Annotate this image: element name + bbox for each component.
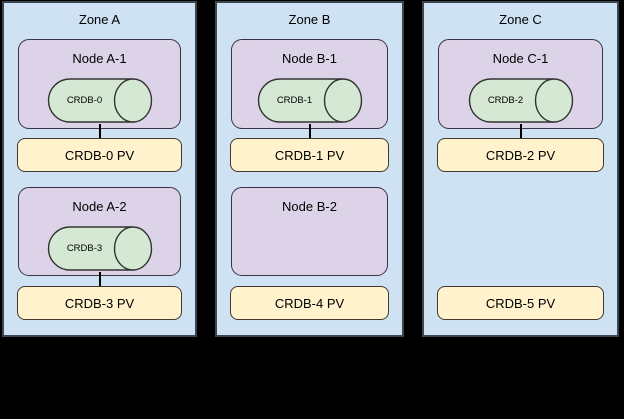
node-a-2: Node A-2 CRDB-3: [18, 187, 181, 276]
database-cylinder-icon: [47, 78, 152, 123]
node-b-1: Node B-1 CRDB-1: [231, 39, 388, 129]
node-b-2: Node B-2: [231, 187, 388, 276]
pod-crdb-3: CRDB-3: [47, 226, 153, 271]
pod-crdb-2: CRDB-2: [468, 78, 574, 123]
connector-crdb1-to-pv: [308, 124, 311, 139]
pod-crdb-1: CRDB-1: [257, 78, 363, 123]
node-a-2-title: Node A-2: [72, 199, 127, 214]
pv-crdb-5: CRDB-5 PV: [437, 286, 604, 320]
node-b-1-title: Node B-1: [282, 51, 337, 66]
zone-a: Zone A Node A-1 CRDB-0 CRDB-0 PV Node A-…: [2, 1, 197, 337]
node-a-1-title: Node A-1: [72, 51, 127, 66]
pod-crdb-0: CRDB-0: [47, 78, 153, 123]
database-cylinder-icon: [257, 78, 362, 123]
pod-crdb-3-label: CRDB-3: [66, 243, 103, 254]
pv-crdb-4: CRDB-4 PV: [230, 286, 389, 320]
node-b-2-title: Node B-2: [282, 199, 337, 214]
pod-crdb-2-label: CRDB-2: [487, 95, 524, 106]
zone-c-title: Zone C: [499, 12, 542, 27]
zone-b-title: Zone B: [288, 12, 331, 27]
pv-crdb-0: CRDB-0 PV: [17, 138, 182, 172]
node-c-1: Node C-1 CRDB-2: [438, 39, 603, 129]
node-c-1-title: Node C-1: [492, 51, 549, 66]
node-a-1: Node A-1 CRDB-0: [18, 39, 181, 129]
connector-crdb2-to-pv: [519, 124, 522, 139]
connector-crdb3-to-pv: [98, 272, 101, 287]
pv-crdb-3: CRDB-3 PV: [17, 286, 182, 320]
database-cylinder-icon: [47, 226, 152, 271]
database-cylinder-icon: [468, 78, 573, 123]
zone-a-title: Zone A: [78, 12, 121, 27]
connector-crdb0-to-pv: [98, 124, 101, 139]
zone-b: Zone B Node B-1 CRDB-1 CRDB-1 PV Node B-…: [215, 1, 404, 337]
pv-crdb-1: CRDB-1 PV: [230, 138, 389, 172]
pv-crdb-2: CRDB-2 PV: [437, 138, 604, 172]
pod-crdb-1-label: CRDB-1: [276, 95, 313, 106]
zone-c: Zone C Node C-1 CRDB-2 CRDB-2 PV CRDB-5 …: [422, 1, 619, 337]
pod-crdb-0-label: CRDB-0: [66, 95, 103, 106]
